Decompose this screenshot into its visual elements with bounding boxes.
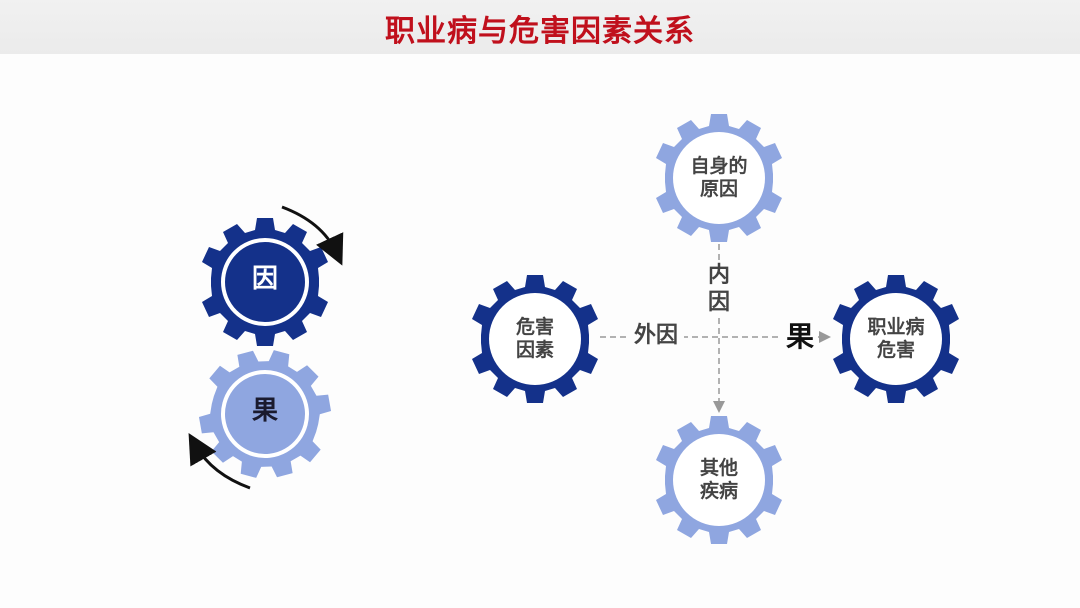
hazard-factor-label: 危害 因素 — [515, 316, 554, 361]
rotate-counterclockwise-arrow-icon — [188, 432, 251, 490]
occupational-disease-label: 职业病 危害 — [867, 316, 925, 361]
other-disease-label: 其他 疾病 — [699, 457, 738, 502]
internal-factor-gear-icon — [656, 114, 782, 242]
cause-gear-icon — [202, 218, 328, 346]
other-disease-gear-icon — [656, 416, 782, 544]
page-title: 职业病与危害因素关系 — [385, 14, 695, 49]
effect-arrow-label: 果 — [785, 320, 814, 353]
rotate-clockwise-arrow-icon — [281, 205, 344, 266]
effect-gear-icon — [187, 335, 343, 493]
cause-label: 因 — [251, 264, 278, 294]
internal-cause-label: 内 因 — [704, 262, 734, 316]
title-bar — [0, 0, 1080, 54]
occupational-disease-gear-icon — [833, 275, 959, 403]
internal-factor-label: 自身的 原因 — [690, 155, 748, 200]
hazard-factor-gear-icon — [472, 275, 598, 403]
external-cause-label: 外因 — [628, 323, 684, 350]
effect-label: 果 — [251, 396, 278, 426]
